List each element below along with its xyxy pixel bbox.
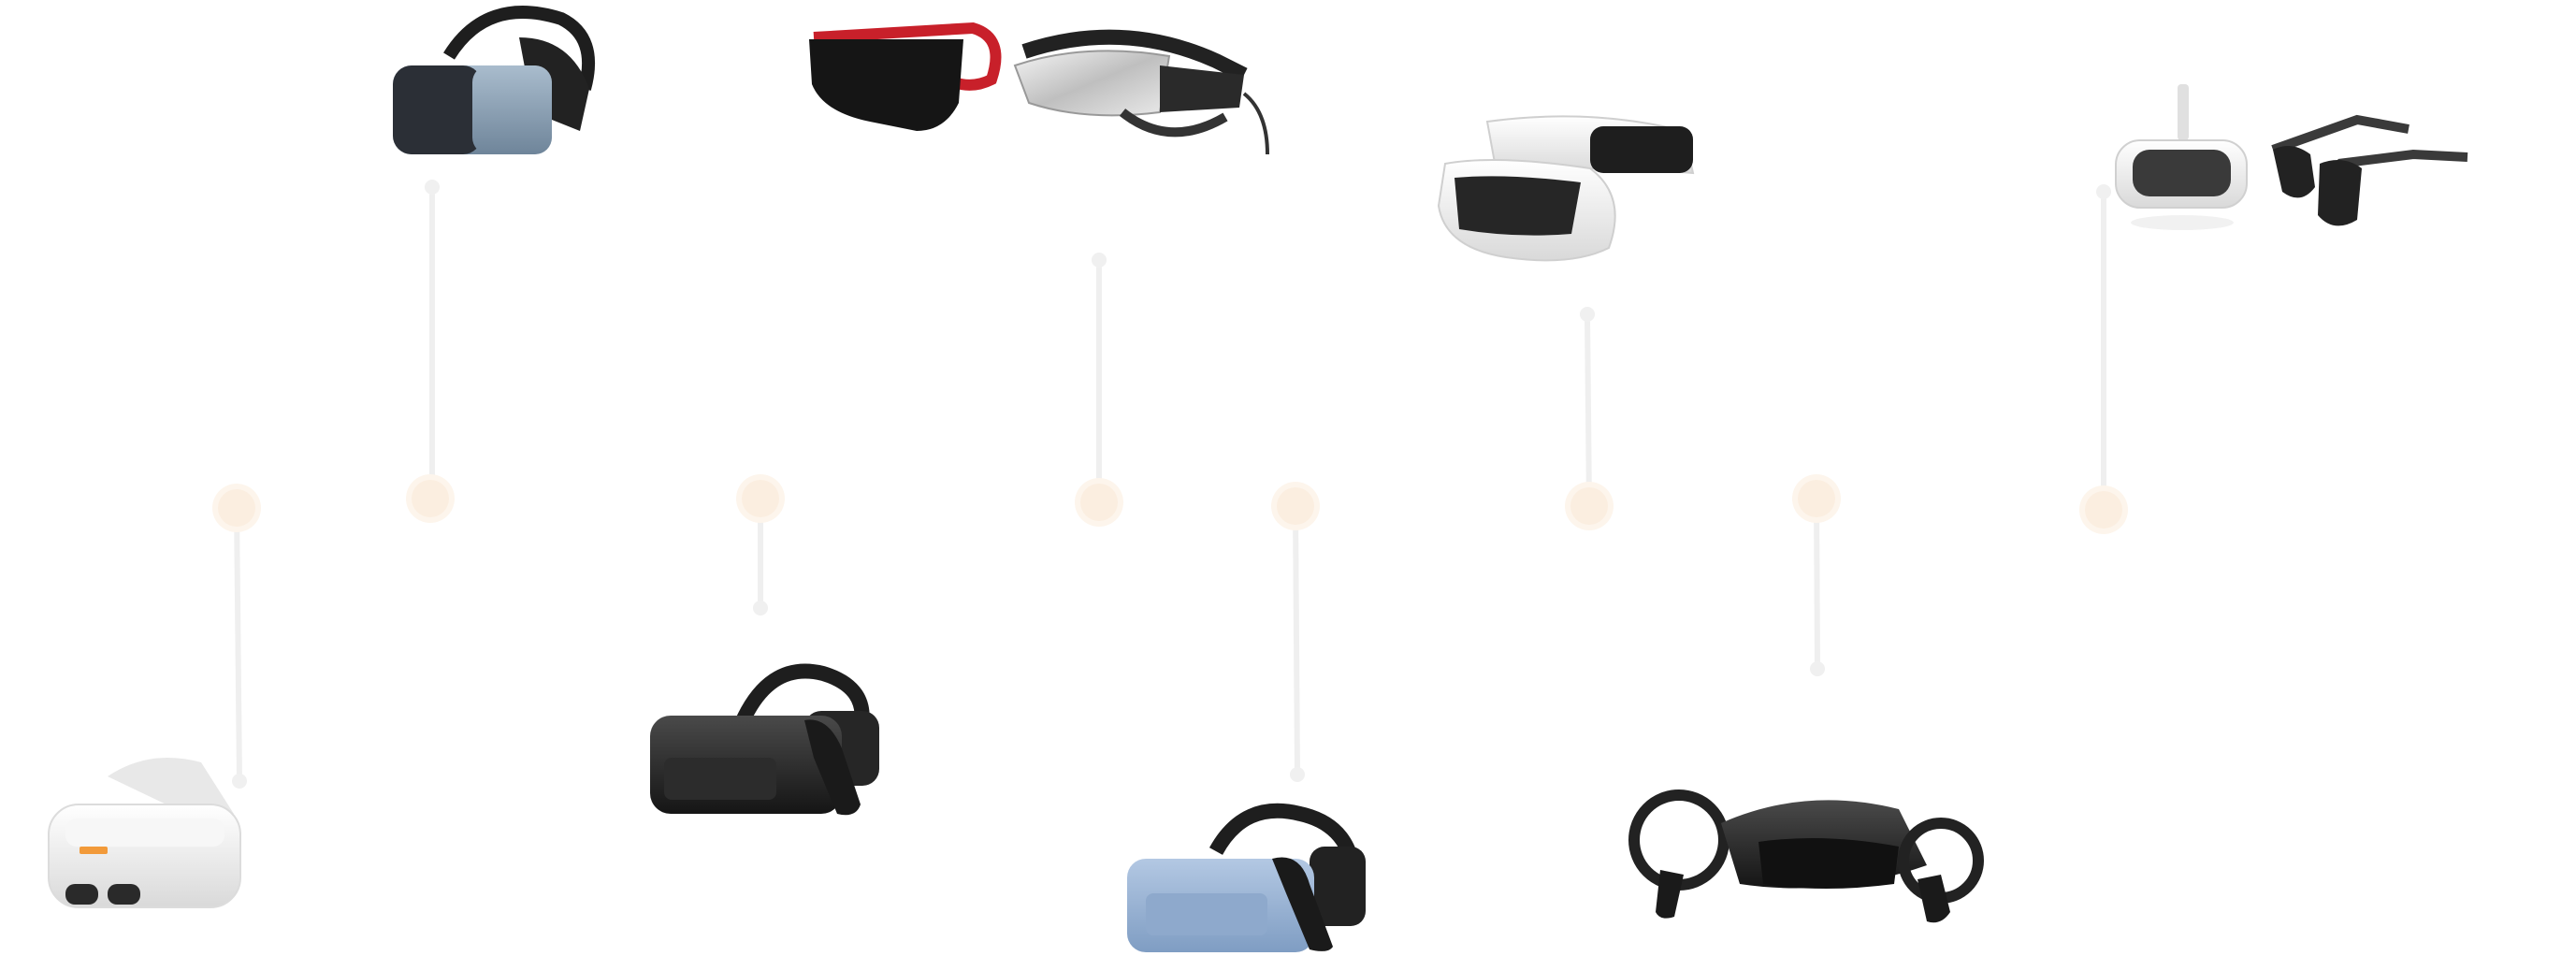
timeline-node <box>1080 484 1118 521</box>
connector-end-dot <box>1810 661 1825 676</box>
timeline-node <box>1570 487 1608 525</box>
connector-end-dot <box>1290 767 1305 782</box>
timeline-item-3 <box>650 474 879 816</box>
timeline-node <box>2085 491 2122 529</box>
timeline-item-1 <box>48 484 261 908</box>
connector-end-dot <box>425 180 440 195</box>
timeline-item-6 <box>1437 115 1695 530</box>
light-blue-vr-headset-icon <box>1127 803 1366 952</box>
connector-end-dot <box>232 774 247 789</box>
timeline-node <box>742 480 779 517</box>
connector-end-dot <box>1092 253 1107 268</box>
timeline-item-4 <box>809 22 1269 527</box>
timeline-node <box>218 489 255 527</box>
timeline-item-7 <box>1628 474 1984 923</box>
timeline-item-2 <box>393 6 596 523</box>
red-visor-and-pcvr-headset-icon <box>809 22 1269 155</box>
connector-line <box>1293 503 1300 777</box>
timeline-node <box>412 480 449 517</box>
timeline-item-8 <box>2079 84 2468 534</box>
blue-grey-vr-headset-icon <box>393 6 596 154</box>
connector-end-dot <box>1580 307 1595 322</box>
connector-end-dot <box>753 601 768 616</box>
connector-line <box>1814 496 1820 672</box>
mini-headset-and-ar-glasses-icon <box>2115 84 2468 230</box>
black-vr-headset-with-strap-icon <box>650 663 879 816</box>
timeline-item-5 <box>1127 482 1366 952</box>
black-headset-with-controllers-icon <box>1628 789 1984 923</box>
timeline-node <box>1277 487 1314 525</box>
connector-end-dot <box>2096 184 2111 199</box>
timeline-node <box>1798 480 1835 517</box>
connector-line <box>1585 311 1592 509</box>
white-standalone-vr-headset-icon <box>48 758 241 908</box>
white-pancake-vr-headset-icon <box>1437 115 1695 262</box>
connector-line <box>234 505 242 784</box>
